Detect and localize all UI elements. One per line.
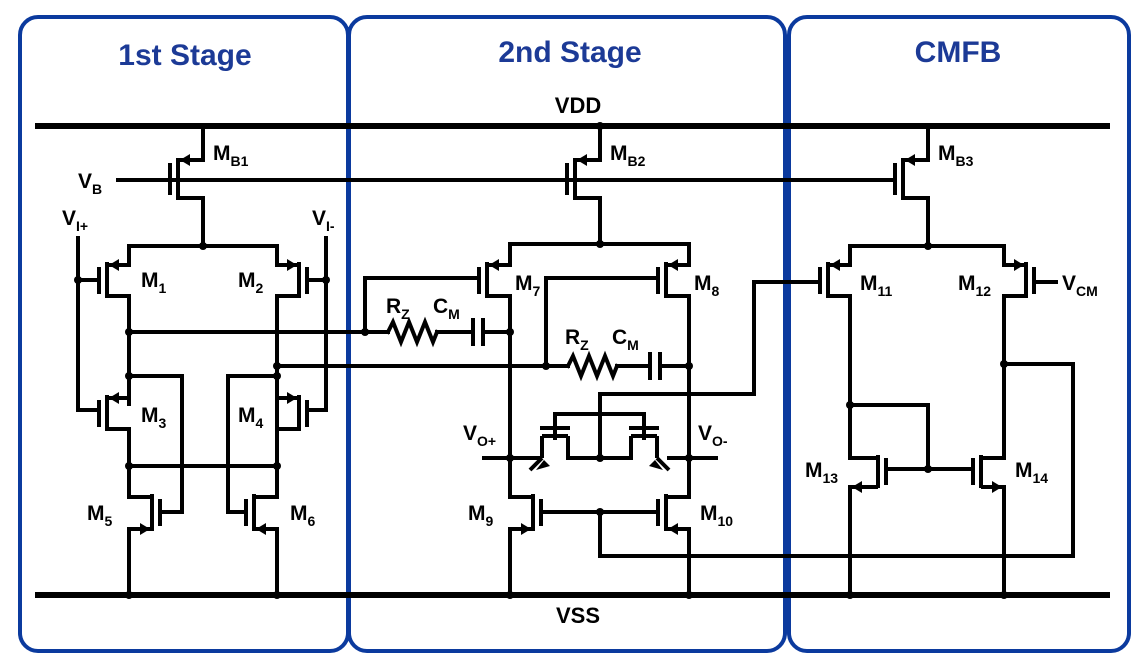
vss-label: VSS [556,603,600,628]
m9-label: M9 [468,502,494,529]
cm1-label: CM [433,295,460,322]
vdd-label: VDD [555,93,601,118]
m4-label: M4 [238,404,264,431]
m8-label: M8 [694,272,720,299]
m6-label: M6 [290,502,316,529]
second-stage-circuit: MB2 M7 M8 RZ CM [361,122,1075,599]
m7-label: M7 [515,272,541,299]
rz2-label: RZ [565,326,589,353]
vip-label: VI+ [62,207,88,234]
vop-label: VO+ [463,422,496,449]
mb2-label: MB2 [610,142,646,169]
cm2-label: CM [612,326,639,353]
mb1-label: MB1 [213,142,249,169]
m2-label: M2 [238,269,264,296]
second-stage-title: 2nd Stage [498,36,641,69]
first-stage-title: 1st Stage [118,39,251,72]
rz1-label: RZ [386,295,410,322]
m14-label: M14 [1015,459,1048,486]
vim-label: VI- [312,207,335,234]
m11-label: M11 [860,272,893,299]
m3-label: M3 [141,404,167,431]
transistor-mb1: MB1 [168,124,249,248]
cmfb-title: CMFB [915,36,1002,69]
vb-label: VB [78,170,102,197]
vom-label: VO- [698,422,728,449]
bias-line: VB [78,170,897,197]
m1-label: M1 [141,269,167,296]
m13-label: M13 [805,459,838,486]
cmfb-frame [787,15,1131,653]
cmfb-circuit: MB3 M11 M12 VCM [805,124,1098,599]
m5-label: M5 [87,502,113,529]
m12-label: M12 [958,272,991,299]
vcm-label: VCM [1062,272,1098,299]
mb3-label: MB3 [938,142,974,169]
m10-label: M10 [700,502,733,529]
first-stage-circuit: M1 M2 VI+ VI- M3 [62,207,548,599]
